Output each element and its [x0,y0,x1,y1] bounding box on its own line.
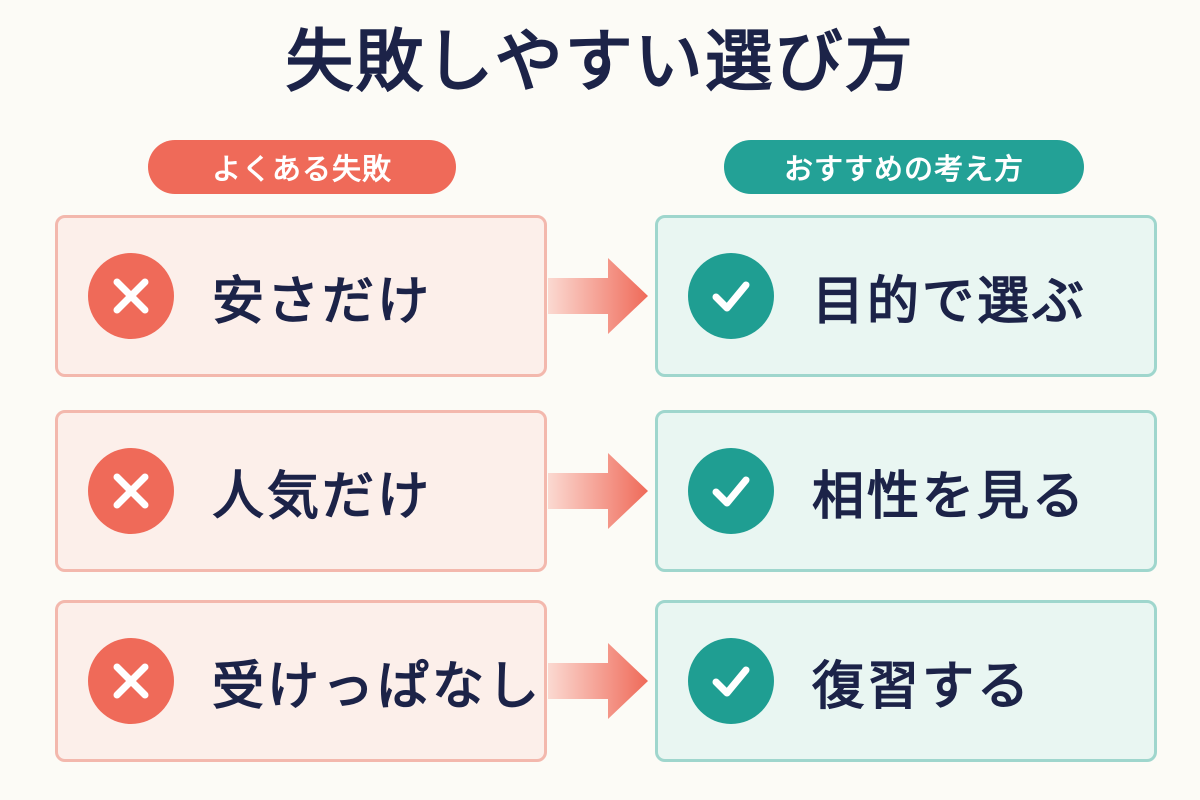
mistake-text: 人気だけ [212,466,433,527]
recommendation-text: 目的で選ぶ [812,271,1088,332]
check-icon [688,638,774,724]
mistake-card: 受けっぱなし [55,600,547,762]
header-common-mistakes: よくある失敗 [148,140,456,194]
mistake-card: 安さだけ [55,215,547,377]
comparison-row-2: 人気だけ 相性を見る [0,410,1200,576]
mistake-text: 安さだけ [212,271,433,332]
arrow-right-icon [548,639,652,723]
cross-icon [88,448,174,534]
header-recommended-approach: おすすめの考え方 [724,140,1084,194]
recommendation-text: 相性を見る [812,466,1088,527]
arrow-right-icon [548,449,652,533]
mistake-card: 人気だけ [55,410,547,572]
page-title: 失敗しやすい選び方 [285,23,915,102]
mistake-text: 受けっぱなし [212,656,543,717]
cross-icon [88,638,174,724]
check-icon [688,448,774,534]
arrow-right-icon [548,254,652,338]
recommendation-card: 相性を見る [655,410,1157,572]
comparison-row-3: 受けっぱなし 復習する [0,600,1200,766]
cross-icon [88,253,174,339]
recommendation-text: 復習する [812,656,1033,717]
check-icon [688,253,774,339]
recommendation-card: 復習する [655,600,1157,762]
recommendation-card: 目的で選ぶ [655,215,1157,377]
comparison-row-1: 安さだけ 目的で選ぶ [0,215,1200,381]
